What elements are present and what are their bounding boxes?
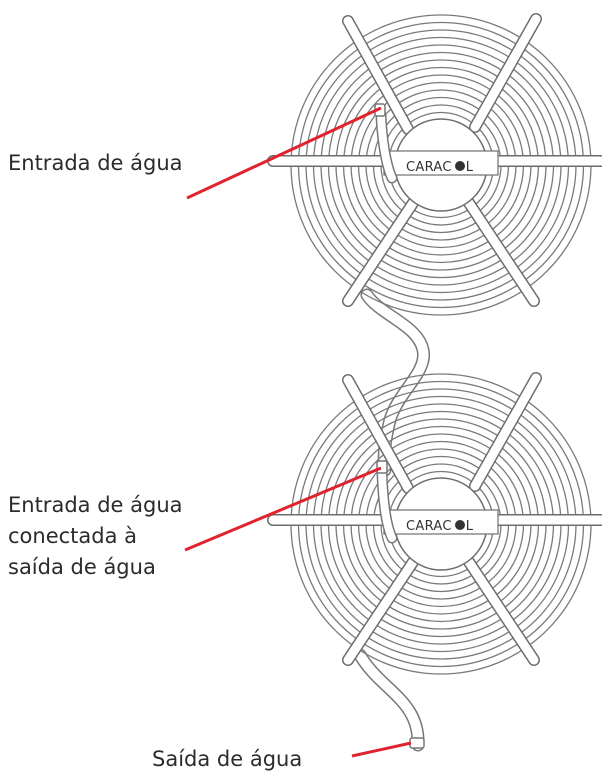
inlet-fitting-bottom xyxy=(376,460,388,474)
label-line: Entrada de água xyxy=(8,493,183,517)
label-line: saída de água xyxy=(8,555,156,579)
leader-line-outlet xyxy=(351,741,412,758)
support-spoke xyxy=(464,198,539,306)
outlet-nozzle xyxy=(409,737,425,749)
support-spoke xyxy=(343,198,418,306)
label-line: conectada à xyxy=(8,524,138,548)
leader-line-inlet xyxy=(186,106,382,200)
label-connected-inlet: Entrada de água conectada à saída de águ… xyxy=(8,490,183,583)
support-spoke xyxy=(470,373,541,491)
inlet-tube-top-fill xyxy=(377,111,396,182)
coil-top xyxy=(267,13,602,316)
leader-line-connected xyxy=(184,466,382,552)
brand-plate xyxy=(383,509,499,535)
caracol-logo-icon xyxy=(455,520,465,530)
support-spoke xyxy=(470,14,541,132)
label-water-outlet: Saída de água xyxy=(152,747,303,771)
support-spoke xyxy=(464,557,539,665)
coil-bottom xyxy=(267,372,602,675)
support-spoke xyxy=(343,557,418,665)
caracol-logo-icon xyxy=(455,161,465,171)
support-spoke xyxy=(343,16,413,134)
support-spoke xyxy=(343,375,413,493)
inlet-tube-bottom-fill xyxy=(378,469,396,542)
label-water-inlet: Entrada de água xyxy=(8,151,183,175)
